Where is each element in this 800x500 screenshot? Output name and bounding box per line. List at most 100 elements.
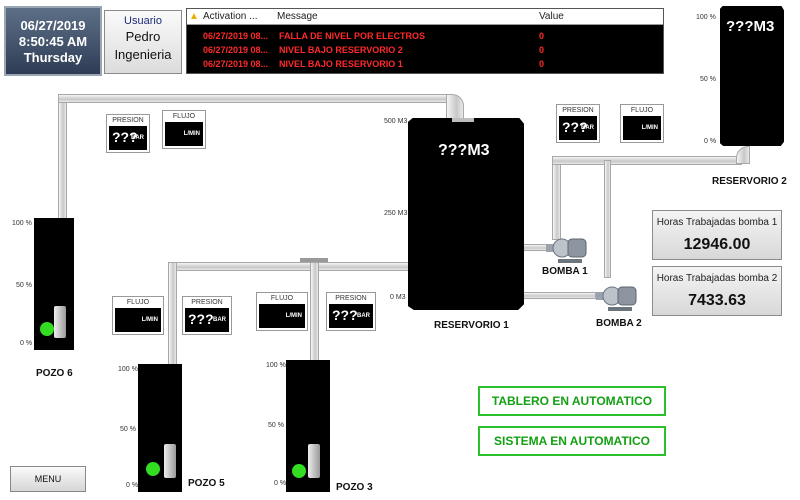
reservoir-1-tank[interactable]: ???M3 bbox=[408, 118, 524, 310]
flow-sensor[interactable]: FLUJO L/MIN bbox=[256, 292, 308, 331]
scale-label: 0 % bbox=[704, 138, 717, 145]
reservoir-2-label: RESERVORIO 2 bbox=[712, 176, 787, 187]
pressure-sensor[interactable]: PRESION ???BAR bbox=[556, 104, 600, 143]
hours-value: 7433.63 bbox=[688, 292, 746, 309]
sensor-label: FLUJO bbox=[270, 295, 294, 302]
pipe bbox=[446, 94, 464, 120]
pipe bbox=[520, 292, 596, 299]
pressure-sensor[interactable]: PRESION ???BAR bbox=[182, 296, 232, 335]
sensor-unit: L/MIN bbox=[141, 317, 158, 323]
menu-button[interactable]: MENU bbox=[10, 466, 86, 492]
reservoir-1-volume: ???M3 bbox=[438, 142, 490, 159]
alarm-table[interactable]: ▲ Activation ... Message Value 06/27/201… bbox=[186, 8, 664, 74]
sistema-status-button[interactable]: SISTEMA EN AUTOMATICO bbox=[478, 426, 666, 456]
pump-running-indicator bbox=[292, 464, 306, 478]
pipe-flange bbox=[300, 258, 328, 262]
user-dept: Ingenieria bbox=[114, 47, 172, 62]
tablero-status-button[interactable]: TABLERO EN AUTOMATICO bbox=[478, 386, 666, 416]
col-value[interactable]: Value bbox=[539, 11, 564, 22]
pump-icon bbox=[596, 286, 637, 311]
date-text: 06/27/2019 bbox=[20, 18, 86, 33]
flow-sensor[interactable]: FLUJO L/MIN bbox=[112, 296, 164, 335]
sensor-value: ??? bbox=[562, 119, 588, 135]
sensor-unit: BAR bbox=[131, 135, 144, 141]
flow-sensor[interactable]: FLUJO L/MIN bbox=[620, 104, 664, 143]
hours-title: Horas Trabajadas bomba 1 bbox=[656, 217, 778, 228]
sensor-unit: L/MIN bbox=[183, 131, 200, 137]
reservoir-2-volume: ???M3 bbox=[726, 18, 775, 35]
sensor-value: ??? bbox=[332, 307, 358, 323]
sensor-label: PRESION bbox=[191, 299, 223, 306]
scale-label: 50 % bbox=[700, 76, 716, 83]
user-role: Usuario bbox=[124, 15, 162, 27]
sensor-unit: BAR bbox=[357, 313, 370, 319]
pozo-6-tank[interactable] bbox=[34, 218, 74, 350]
scale-label: 50 % bbox=[120, 426, 136, 433]
sensor-label: FLUJO bbox=[630, 107, 654, 114]
pump-running-indicator bbox=[40, 322, 54, 336]
user-panel[interactable]: Usuario Pedro Ingenieria bbox=[104, 10, 182, 74]
sensor-label: FLUJO bbox=[126, 299, 150, 306]
pozo-5-tank[interactable] bbox=[138, 364, 182, 492]
pipe-flange bbox=[452, 118, 474, 122]
datetime-panel: 06/27/2019 8:50:45 AM Thursday bbox=[4, 6, 102, 76]
sensor-value: ??? bbox=[188, 311, 214, 327]
flow-sensor[interactable]: FLUJO L/MIN bbox=[162, 110, 206, 149]
pressure-sensor[interactable]: PRESION ???BAR bbox=[326, 292, 376, 331]
scale-label: 0 % bbox=[126, 482, 139, 489]
pump-icon bbox=[546, 238, 587, 263]
alarm-time: 06/27/2019 08... bbox=[203, 45, 269, 55]
alarm-value: 0 bbox=[539, 59, 545, 69]
scale-label: 100 % bbox=[118, 366, 138, 373]
pump-2-label: BOMBA 2 bbox=[596, 318, 642, 329]
well-pump-icon bbox=[54, 306, 66, 338]
pipe bbox=[736, 146, 750, 164]
col-message[interactable]: Message bbox=[277, 11, 318, 22]
alarm-row[interactable]: 06/27/2019 08... NIVEL BAJO RESERVORIO 1… bbox=[187, 57, 663, 71]
pozo-3-label: POZO 3 bbox=[336, 482, 373, 493]
pump-1[interactable] bbox=[544, 232, 588, 264]
alarm-table-header: ▲ Activation ... Message Value bbox=[187, 9, 663, 25]
pozo-3-tank[interactable] bbox=[286, 360, 330, 492]
scale-label: 0 % bbox=[20, 340, 33, 347]
alarm-message: NIVEL BAJO RESERVORIO 1 bbox=[279, 59, 403, 69]
reservoir-2-tank[interactable]: ???M3 bbox=[720, 6, 784, 146]
hours-value: 12946.00 bbox=[683, 236, 751, 253]
scale-label: 0 M3 bbox=[390, 294, 406, 301]
weekday-text: Thursday bbox=[23, 50, 83, 65]
sensor-value: ??? bbox=[112, 129, 138, 145]
sensor-label: PRESION bbox=[335, 295, 367, 302]
scale-label: 0 % bbox=[274, 480, 287, 487]
pump-1-hours-panel: Horas Trabajadas bomba 1 12946.00 bbox=[652, 210, 782, 260]
scale-label: 50 % bbox=[16, 282, 32, 289]
scale-label: 100 % bbox=[266, 362, 286, 369]
pipe bbox=[604, 160, 611, 278]
pipe bbox=[58, 94, 448, 103]
sensor-unit: L/MIN bbox=[285, 313, 302, 319]
scale-label: 100 % bbox=[12, 220, 32, 227]
alarm-row[interactable]: 06/27/2019 08... NIVEL BAJO RESERVORIO 2… bbox=[187, 43, 663, 57]
pozo-5-label: POZO 5 bbox=[188, 478, 225, 489]
alarm-message: NIVEL BAJO RESERVORIO 2 bbox=[279, 45, 403, 55]
pipe bbox=[552, 156, 742, 165]
alarm-row[interactable]: 06/27/2019 08... FALLA DE NIVEL POR ELEC… bbox=[187, 29, 663, 43]
alarm-time: 06/27/2019 08... bbox=[203, 59, 269, 69]
scale-label: 250 M3 bbox=[384, 210, 408, 217]
pump-1-label: BOMBA 1 bbox=[542, 266, 588, 277]
alarm-value: 0 bbox=[539, 31, 545, 41]
pump-2[interactable] bbox=[594, 280, 638, 312]
time-text: 8:50:45 AM bbox=[18, 34, 88, 49]
sensor-unit: L/MIN bbox=[641, 125, 658, 131]
well-pump-icon bbox=[308, 444, 320, 478]
warning-icon: ▲ bbox=[189, 11, 199, 22]
alarm-value: 0 bbox=[539, 45, 545, 55]
pressure-sensor[interactable]: PRESION ???BAR bbox=[106, 114, 150, 153]
alarm-message: FALLA DE NIVEL POR ELECTROS bbox=[279, 31, 426, 41]
reservoir-1-label: RESERVORIO 1 bbox=[434, 320, 509, 331]
sensor-unit: BAR bbox=[581, 125, 594, 131]
col-activation[interactable]: Activation ... bbox=[203, 11, 258, 22]
sensor-label: PRESION bbox=[112, 117, 144, 124]
user-name: Pedro bbox=[125, 29, 161, 44]
pump-2-hours-panel: Horas Trabajadas bomba 2 7433.63 bbox=[652, 266, 782, 316]
well-pump-icon bbox=[164, 444, 176, 478]
